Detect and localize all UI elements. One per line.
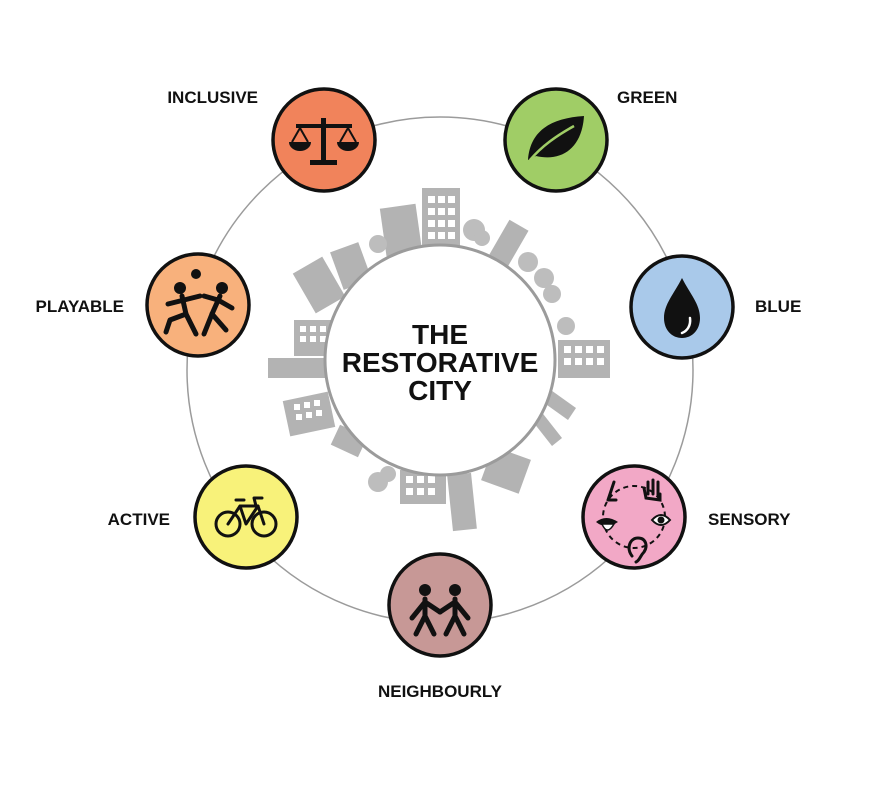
leaf-icon [528, 116, 584, 161]
people-holding-hands-icon [409, 584, 471, 637]
scales-icon [289, 118, 359, 165]
node-neighbourly: NEIGHBOURLY [378, 552, 503, 701]
node-neighbourly-label: NEIGHBOURLY [378, 682, 503, 701]
bicycle-icon [214, 496, 278, 538]
node-neighbourly-circle [387, 552, 493, 658]
center-title-line-1: THE [412, 319, 468, 350]
node-active-label: ACTIVE [108, 510, 170, 529]
node-inclusive-label: INCLUSIVE [167, 88, 258, 107]
node-playable-label: PLAYABLE [36, 297, 125, 316]
children-playing-icon [163, 269, 235, 337]
node-playable-circle [145, 252, 251, 358]
center-title-line-3: CITY [408, 375, 472, 406]
node-blue-label: BLUE [755, 297, 801, 316]
node-active: ACTIVE [108, 464, 299, 570]
node-sensory-label: SENSORY [708, 510, 791, 529]
node-active-circle [193, 464, 299, 570]
water-drop-icon [664, 278, 700, 338]
node-sensory-circle [581, 464, 687, 570]
node-playable: PLAYABLE [36, 252, 251, 358]
center-title-line-2: RESTORATIVE [342, 347, 539, 378]
node-blue: BLUE [629, 254, 801, 360]
center-circle [323, 243, 557, 477]
node-sensory: SENSORY [581, 464, 791, 570]
node-green: GREEN [503, 87, 677, 193]
node-green-label: GREEN [617, 88, 677, 107]
node-inclusive: INCLUSIVE [167, 87, 377, 193]
senses-icon [596, 478, 672, 564]
